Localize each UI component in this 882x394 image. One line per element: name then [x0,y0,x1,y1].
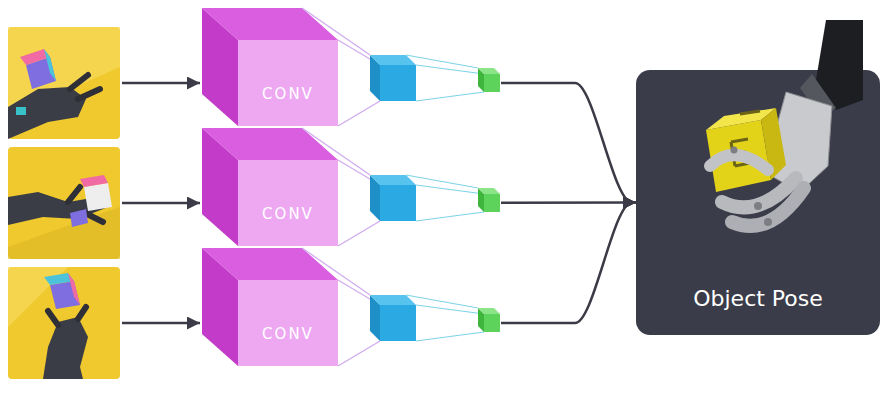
layer-label: CONV [262,325,314,343]
cnn-stack [122,8,501,126]
conv-layer-box: CONV [238,280,338,366]
cnn-stack [122,248,501,366]
camera-photo-part [48,307,86,325]
robot-hand-illustration-part [731,147,738,154]
output-panel: Object Pose [636,70,880,335]
camera-photo-part [68,273,80,305]
camera-photo-part [16,107,26,115]
layer-label: CONV [262,85,314,103]
camera-photo-part [43,317,88,379]
cnn-stack [122,128,501,246]
camera-photo [8,267,120,379]
robot-hand-illustration-part [732,188,804,226]
panel-title: Object Pose [636,286,880,311]
conv-layer-box: CONV [238,160,338,246]
layer-label: CONV [262,205,314,223]
camera-photo-part [44,49,56,81]
robot-hand-illustration-part [764,218,772,226]
robot-hand-illustration-part [754,202,762,210]
camera-photo-part [80,175,108,187]
robot-hand-illustration-part [740,111,760,114]
camera-photo-part [8,27,120,139]
camera-photo [8,27,120,139]
robot-hand-illustration-part [706,120,771,192]
robot-hand-illustration-part [710,155,768,170]
camera-photo-part [8,87,86,139]
camera-photo-part [8,267,120,379]
conv-layer-box: CONV [238,40,338,126]
camera-photo-part [70,75,100,99]
camera-photo-part [84,183,112,211]
camera-photo [8,147,120,259]
camera-photo-part [70,209,88,227]
camera-photo-part [8,147,120,259]
